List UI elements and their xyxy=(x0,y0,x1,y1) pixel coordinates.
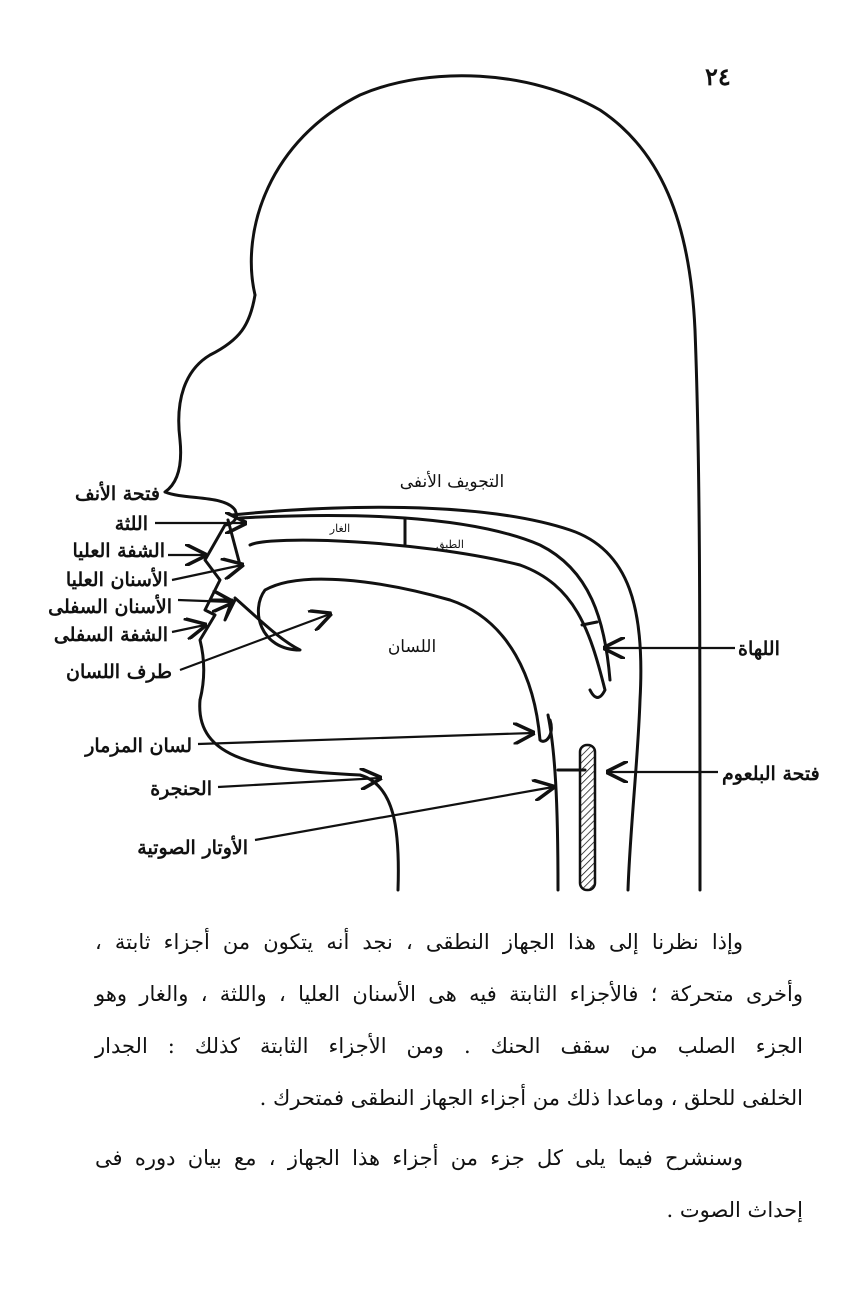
label-soft-palate: الطبق xyxy=(436,538,464,551)
label-larynx: الحنجرة xyxy=(150,778,212,800)
uvula-divider xyxy=(580,620,599,627)
label-nostril: فتحة الأنف xyxy=(75,481,160,505)
head-outline xyxy=(249,74,702,892)
text-line: وأخرى متحركة ؛ فالأجزاء الثابتة فيه هى ا… xyxy=(95,982,803,1006)
nose-outline xyxy=(163,293,257,512)
text-line: الخلفى للحلق ، وماعدا ذلك من أجزاء الجها… xyxy=(259,1086,803,1110)
text-line: وسنشرح فيما يلى كل جزء من أجزاء هذا الجه… xyxy=(95,1146,743,1170)
label-lower-lip: الشفة السفلى xyxy=(54,624,168,646)
text-line: إحداث الصوت . xyxy=(666,1198,803,1222)
epiglottis-bar xyxy=(578,743,597,892)
text-line: وإذا نظرنا إلى هذا الجهاز النطقى ، نجد أ… xyxy=(95,930,743,954)
label-tongue: اللسان xyxy=(388,637,436,657)
label-vocal-cords: الأوتار الصوتية xyxy=(137,835,248,859)
palate-lower-line xyxy=(248,538,607,699)
label-hard-palate: الغار xyxy=(329,522,350,535)
page-number: ٢٤ xyxy=(705,62,731,91)
label-tongue-tip: طرف اللسان xyxy=(66,661,172,683)
label-epiglottis: لسان المزمار xyxy=(83,735,192,757)
paragraph-1: وإذا نظرنا إلى هذا الجهاز النطقى ، نجد أ… xyxy=(95,930,803,1138)
label-lower-teeth: الأسنان السفلى xyxy=(48,594,172,618)
label-gums: اللثة xyxy=(115,513,148,535)
text-line: الجزء الصلب من سقف الحنك . ومن الأجزاء ا… xyxy=(95,1034,803,1058)
paragraph-2: وسنشرح فيما يلى كل جزء من أجزاء هذا الجه… xyxy=(95,1146,803,1250)
nasal-cavity-outline xyxy=(230,505,643,892)
tongue-outline xyxy=(233,577,553,743)
palate-upper-line xyxy=(238,513,612,682)
label-upper-teeth: الأسنان العليا xyxy=(66,567,168,591)
label-upper-lip: الشفة العليا xyxy=(73,540,165,562)
label-uvula: اللهاة xyxy=(738,638,780,660)
label-nasal-cavity: التجويف الأنفى xyxy=(400,471,504,492)
vocal-tract-diagram: فتحة الأنف التجويف الأنفى اللثة الشفة ال… xyxy=(48,74,820,892)
larynx-outline xyxy=(198,698,400,892)
label-pharynx-opening: فتحة البلعوم xyxy=(722,763,820,785)
